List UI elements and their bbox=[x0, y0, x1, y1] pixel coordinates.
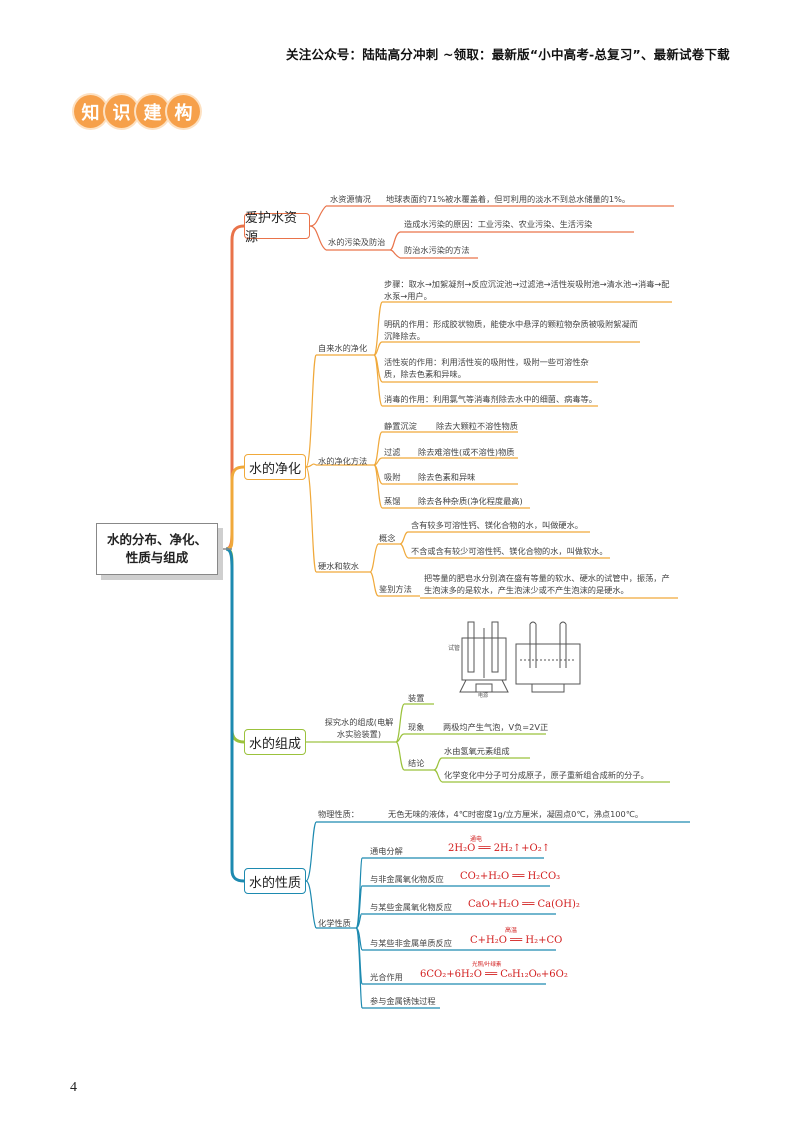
chem-formula: C+H₂O ══ H₂+CO bbox=[470, 935, 563, 946]
apparatus-label: 试管 bbox=[448, 644, 460, 652]
chem-item-name: 参与金属锈蚀过程 bbox=[370, 996, 436, 1006]
pollution-prevention: 防治水污染的方法 bbox=[404, 245, 470, 255]
phenomenon-label: 现象 bbox=[408, 722, 425, 732]
conclusion-1: 水由氢氧元素组成 bbox=[444, 746, 510, 756]
hard-water-def: 含有较多可溶性钙、镁化合物的水，叫做硬水。 bbox=[411, 520, 583, 530]
chem-condition: 通电 bbox=[470, 836, 483, 843]
chem-formula: 6CO₂+6H₂O ══ C₆H₁₂O₆+6O₂ bbox=[420, 969, 568, 980]
chem-item-name: 通电分解 bbox=[370, 846, 403, 856]
apparatus-label: 电源 bbox=[478, 692, 488, 698]
chem-formula: CO₂+H₂O ══ H₂CO₃ bbox=[460, 871, 561, 882]
method-desc: 除去大颗粒不溶性物质 bbox=[436, 421, 518, 431]
branch-protect-water: 爱护水资源 bbox=[244, 211, 310, 245]
page-header: 关注公众号：陆陆高分冲刺 ~领取：最新版“小中高考-总复习”、最新试卷下载 bbox=[286, 47, 730, 62]
chem-item-name: 与非金属氧化物反应 bbox=[370, 874, 444, 884]
identify-label: 鉴别方法 bbox=[379, 584, 412, 594]
device-label: 装置 bbox=[408, 693, 425, 703]
section-banner: 知 识 建 构 bbox=[74, 95, 200, 128]
conclusion-label: 结论 bbox=[408, 758, 425, 768]
tap-water-steps: 步骤：取水→加絮凝剂→反应沉淀池→过滤池→活性炭吸附池→清水池→消毒→配水泵→用… bbox=[384, 279, 670, 301]
page-number: 4 bbox=[70, 1080, 77, 1095]
conclusion-2: 化学变化中分子可分成原子，原子重新组合成新的分子。 bbox=[444, 770, 649, 780]
phenomenon-text: 两极均产生气泡，V负=2V正 bbox=[443, 722, 549, 732]
water-status-text: 地球表面约71%被水覆盖着，但可利用的淡水不到总水储量的1%。 bbox=[386, 194, 631, 204]
soft-water-def: 不含或含有较少可溶性钙、镁化合物的水，叫做软水。 bbox=[411, 546, 608, 556]
method-name: 过滤 bbox=[384, 447, 401, 457]
disinfect-function: 消毒的作用：利用氯气等消毒剂除去水中的细菌、病毒等。 bbox=[384, 394, 597, 404]
alum-function: 明矾的作用：形成胶状物质，能使水中悬浮的颗粒物杂质被吸附絮凝而沉降除去。 bbox=[384, 319, 638, 341]
purify-methods-label: 水的净化方法 bbox=[318, 456, 368, 466]
explore-label: 探究水的组成(电解水实验装置) bbox=[324, 717, 394, 739]
method-name: 静置沉淀 bbox=[384, 421, 417, 431]
water-status-label: 水资源情况 bbox=[330, 194, 371, 204]
branch-water-purification: 水的净化 bbox=[244, 454, 306, 480]
tap-water-label: 自来水的净化 bbox=[318, 343, 368, 353]
chem-condition: 光照/叶绿素 bbox=[472, 962, 502, 968]
chem-condition: 高温 bbox=[505, 927, 518, 934]
banner-char: 知 bbox=[74, 95, 107, 128]
electrolysis-apparatus-illustration: 试管 电源 bbox=[448, 621, 581, 698]
method-desc: 除去色素和异味 bbox=[418, 472, 476, 482]
chem-item-name: 光合作用 bbox=[370, 972, 403, 982]
chem-item-name: 与某些非金属单质反应 bbox=[370, 938, 452, 948]
root-title-line1: 水的分布、净化、 bbox=[106, 532, 207, 547]
hard-soft-label: 硬水和软水 bbox=[318, 561, 359, 571]
chemical-label: 化学性质 bbox=[318, 918, 351, 928]
chem-formula: CaO+H₂O ══ Ca(OH)₂ bbox=[468, 899, 580, 910]
method-desc: 除去各种杂质(净化程度最高) bbox=[418, 496, 523, 506]
chem-formula: 2H₂O ══ 2H₂↑+O₂↑ bbox=[448, 843, 551, 854]
pollution-causes: 造成水污染的原因：工业污染、农业污染、生活污染 bbox=[404, 219, 593, 229]
method-name: 蒸馏 bbox=[384, 496, 401, 506]
physical-label: 物理性质： bbox=[318, 809, 359, 819]
branch-water-composition: 水的组成 bbox=[244, 729, 306, 755]
banner-char: 识 bbox=[105, 95, 138, 128]
concept-label: 概念 bbox=[379, 533, 396, 543]
physical-text: 无色无味的液体，4℃时密度1g/立方厘米，凝固点0℃，沸点100℃。 bbox=[388, 809, 644, 819]
root-title-line2: 性质与组成 bbox=[125, 550, 189, 565]
banner-char: 构 bbox=[167, 95, 200, 128]
branch-water-properties: 水的性质 bbox=[244, 868, 306, 894]
carbon-function: 活性炭的作用：利用活性炭的吸附性，吸附一些可溶性杂质，除去色素和异味。 bbox=[384, 357, 589, 379]
method-desc: 除去难溶性(或不溶性)物质 bbox=[418, 447, 515, 457]
method-name: 吸附 bbox=[384, 472, 401, 482]
pollution-label: 水的污染及防治 bbox=[328, 237, 386, 247]
banner-char: 建 bbox=[136, 95, 169, 128]
root-topic: 水的分布、净化、 性质与组成 bbox=[96, 523, 218, 575]
chem-item-name: 与某些金属氧化物反应 bbox=[370, 902, 452, 912]
identify-method: 把等量的肥皂水分别滴在盛有等量的软水、硬水的试管中，振荡，产生泡沫多的是软水，产… bbox=[424, 573, 670, 595]
